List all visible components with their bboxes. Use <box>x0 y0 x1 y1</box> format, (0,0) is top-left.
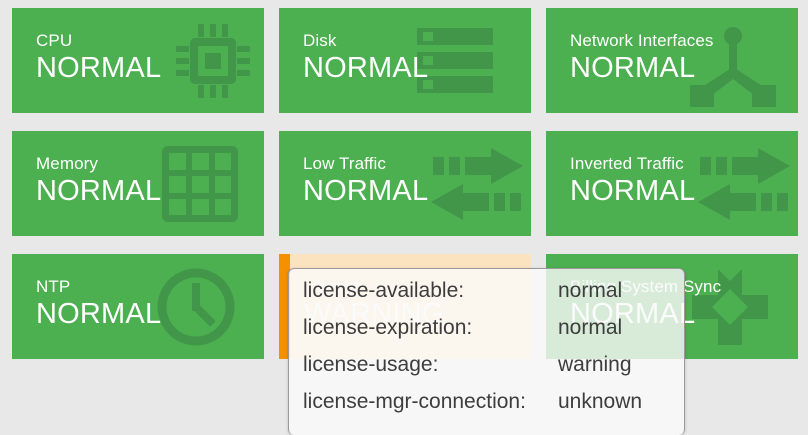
status-card-text: Inverted Traffic NORMAL <box>570 153 695 208</box>
traffic-arrows-icon <box>698 147 790 220</box>
memory-grid-icon <box>162 145 238 222</box>
popover-row: license-mgr-connection: unknown <box>303 390 670 427</box>
status-card-title: Low Traffic <box>303 154 386 173</box>
cpu-chip-icon <box>174 22 252 100</box>
status-card-inverted-traffic[interactable]: Inverted Traffic NORMAL <box>546 131 798 236</box>
network-tree-icon <box>690 26 776 107</box>
popover-row-key: license-expiration: <box>303 316 473 339</box>
status-card-status: NORMAL <box>303 52 429 84</box>
status-card-text: Network Interfaces NORMAL <box>570 30 714 85</box>
status-card-status: NORMAL <box>570 175 696 207</box>
popover-row: license-available: normal <box>303 279 670 316</box>
status-card-disk[interactable]: Disk NORMAL <box>279 8 531 113</box>
status-card-title: CPU <box>36 31 73 50</box>
status-card-memory[interactable]: Memory NORMAL <box>12 131 264 236</box>
status-card-status: NORMAL <box>36 298 162 330</box>
status-card-title: Memory <box>36 154 98 173</box>
popover-row-value: unknown <box>558 390 643 413</box>
status-card-title: Inverted Traffic <box>570 154 684 173</box>
status-card-cpu[interactable]: CPU NORMAL <box>12 8 264 113</box>
status-card-status: NORMAL <box>36 52 162 84</box>
sync-cross-icon <box>692 268 768 345</box>
status-card-status: NORMAL <box>570 52 696 84</box>
popover-row-value: normal <box>558 316 623 339</box>
status-card-low-traffic[interactable]: Low Traffic NORMAL <box>279 131 531 236</box>
status-card-title: Disk <box>303 31 337 50</box>
status-card-text: Disk NORMAL <box>303 30 428 85</box>
popover-row-value: normal <box>558 279 623 302</box>
status-card-text: Low Traffic NORMAL <box>303 153 428 208</box>
status-card-title: NTP <box>36 277 71 296</box>
status-card-network-interfaces[interactable]: Network Interfaces NORMAL <box>546 8 798 113</box>
status-card-ntp[interactable]: NTP NORMAL <box>12 254 264 359</box>
traffic-arrows-icon <box>431 147 523 220</box>
popover-row-key: license-usage: <box>303 353 439 376</box>
status-card-text: Memory NORMAL <box>36 153 161 208</box>
status-card-status: NORMAL <box>36 175 162 207</box>
popover-row-value: warning <box>558 353 632 376</box>
clock-icon <box>156 267 236 347</box>
disk-stack-icon <box>417 27 493 94</box>
status-card-title: Network Interfaces <box>570 31 714 50</box>
popover-row: license-expiration: normal <box>303 316 670 353</box>
popover-row-key: license-available: <box>303 279 465 302</box>
status-card-text: CPU NORMAL <box>36 30 161 85</box>
popover-row: license-usage: warning <box>303 353 670 390</box>
license-detail-popover: license-available: normal license-expira… <box>288 268 685 435</box>
popover-row-key: license-mgr-connection: <box>303 390 526 413</box>
status-card-status: NORMAL <box>303 175 429 207</box>
status-card-text: NTP NORMAL <box>36 276 161 331</box>
